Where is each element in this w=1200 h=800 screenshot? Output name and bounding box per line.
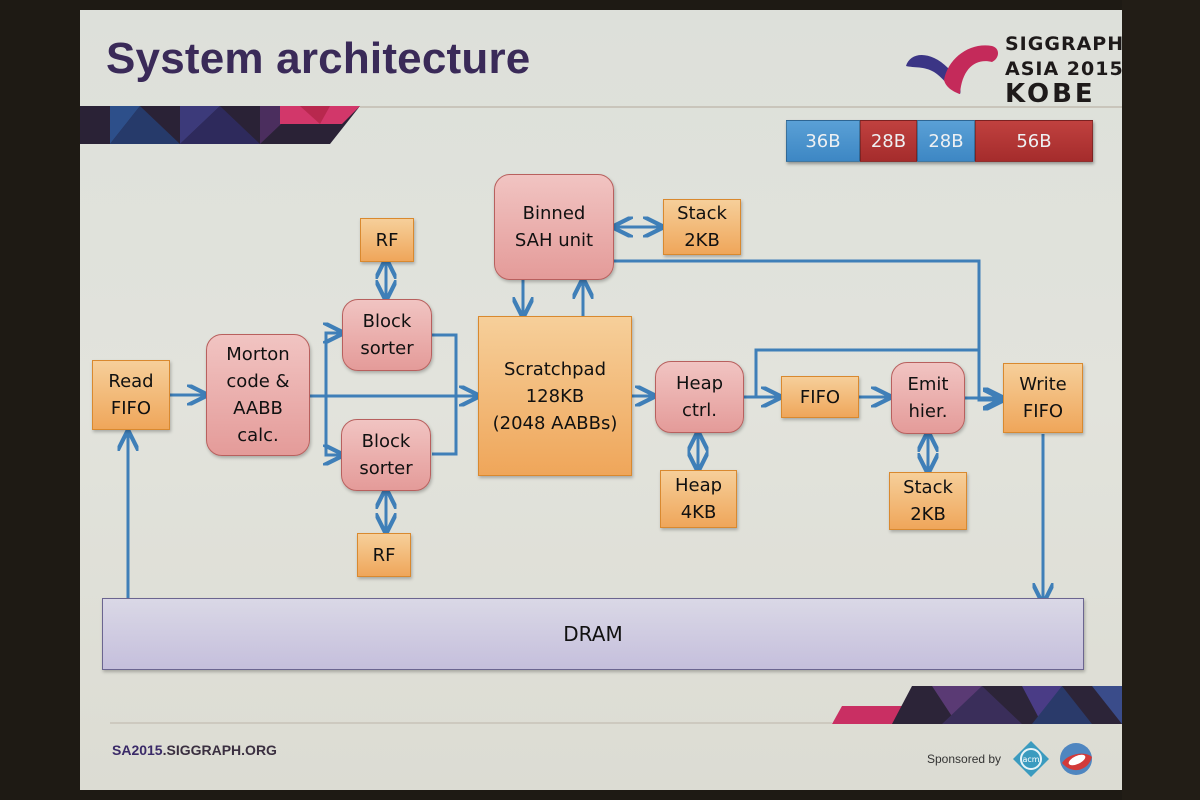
- node-rf-top: RF: [360, 218, 414, 262]
- sponsor-swirl-logo-icon: [1060, 743, 1092, 775]
- edge-heap-ctrl-to-write-fifo: [754, 348, 979, 397]
- node-heap-4kb: Heap 4KB: [660, 470, 737, 528]
- slide-title: System architecture: [106, 34, 531, 83]
- decorative-triangle-band-top: [80, 106, 360, 144]
- byte-segment: 36B: [786, 120, 860, 162]
- node-morton-aabb-calc: Morton code & AABB calc.: [206, 334, 310, 456]
- node-fifo: FIFO: [781, 376, 859, 418]
- node-dram: DRAM: [102, 598, 1084, 670]
- decorative-triangle-band-bottom: [832, 686, 1122, 724]
- logo-line-3: KOBE: [1005, 79, 1096, 109]
- node-block-sorter-bottom: Block sorter: [341, 419, 431, 491]
- logo-line-1: SIGGRAPH: [1005, 33, 1125, 55]
- edge-morton-to-block-sorter-bottom: [326, 396, 340, 455]
- node-binned-sah-unit: Binned SAH unit: [494, 174, 614, 280]
- sponsored-by-label: Sponsored by: [927, 752, 1002, 766]
- siggraph-asia-logo-icon: [906, 45, 998, 94]
- acm-logo-icon: acm: [1013, 741, 1049, 777]
- header-divider: [360, 106, 1122, 108]
- node-rf-bottom: RF: [357, 533, 411, 577]
- node-block-sorter-top: Block sorter: [342, 299, 432, 371]
- node-stack-2kb-top: Stack 2KB: [663, 199, 741, 255]
- byte-segment: 56B: [975, 120, 1093, 162]
- node-write-fifo: Write FIFO: [1003, 363, 1083, 433]
- byte-layout-bar: 36B 28B 28B 56B: [786, 120, 1093, 162]
- node-emit-hier: Emit hier.: [891, 362, 965, 434]
- logo-line-2: ASIA 2015: [1005, 58, 1124, 80]
- footer-url-suffix: .SIGGRAPH.ORG: [162, 742, 277, 758]
- byte-segment: 28B: [860, 120, 917, 162]
- edge-block-sorter-top-to-scratchpad: [432, 333, 458, 396]
- edge-block-sorter-bottom-to-scratchpad: [432, 396, 458, 456]
- footer-divider: [110, 722, 832, 724]
- edge-morton-to-block-sorter-top: [326, 333, 340, 396]
- byte-segment: 28B: [917, 120, 975, 162]
- footer-url-prefix: SA2015: [112, 742, 163, 758]
- siggraph-asia-wordmark: SIGGRAPH ASIA 2015 KOBE: [1005, 32, 1124, 107]
- node-scratchpad: Scratchpad 128KB (2048 AABBs): [478, 316, 632, 476]
- svg-text:acm: acm: [1022, 755, 1039, 764]
- footer-url: SA2015.SIGGRAPH.ORG: [112, 742, 277, 758]
- node-read-fifo: Read FIFO: [92, 360, 170, 430]
- projection-screen-edge: [1122, 0, 1200, 800]
- node-heap-ctrl: Heap ctrl.: [655, 361, 744, 433]
- node-stack-2kb-bottom: Stack 2KB: [889, 472, 967, 530]
